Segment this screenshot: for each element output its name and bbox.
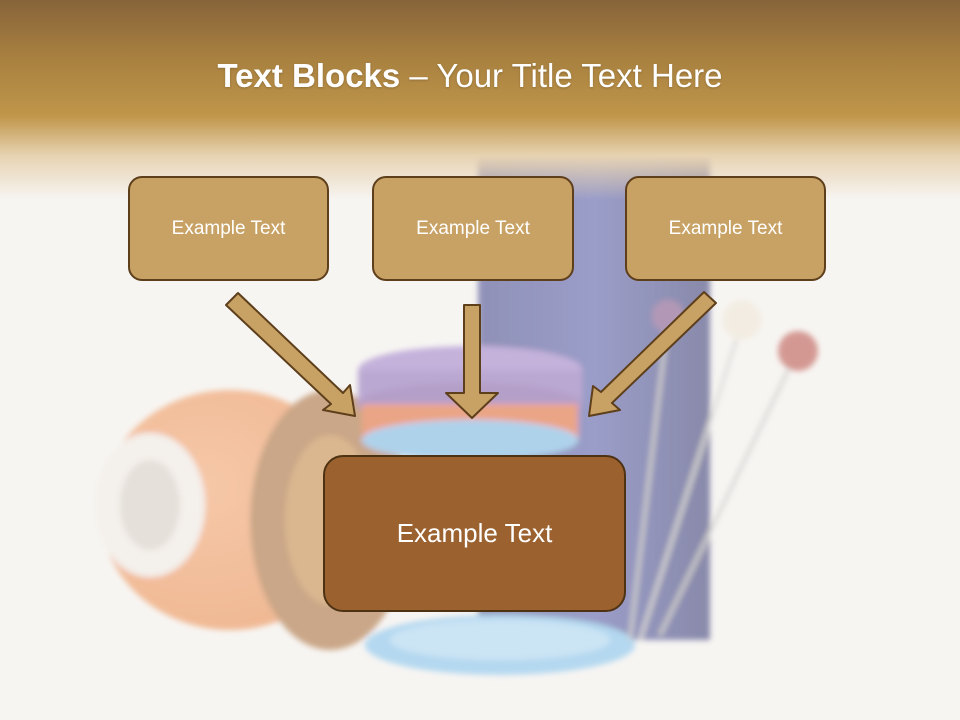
- text-block-1[interactable]: Example Text: [128, 176, 329, 281]
- arrow-right: [588, 291, 717, 417]
- title-dash: –: [400, 57, 437, 94]
- slide-title: Text Blocks – Your Title Text Here: [0, 52, 940, 100]
- text-block-3[interactable]: Example Text: [625, 176, 826, 281]
- main-text-block[interactable]: Example Text: [323, 455, 626, 612]
- text-block-2[interactable]: Example Text: [372, 176, 574, 281]
- title-rest: Your Title Text Here: [436, 57, 723, 94]
- arrow-left: [225, 292, 356, 417]
- title-bold: Text Blocks: [217, 57, 401, 94]
- arrow-center: [445, 304, 499, 419]
- header-band: [0, 0, 960, 200]
